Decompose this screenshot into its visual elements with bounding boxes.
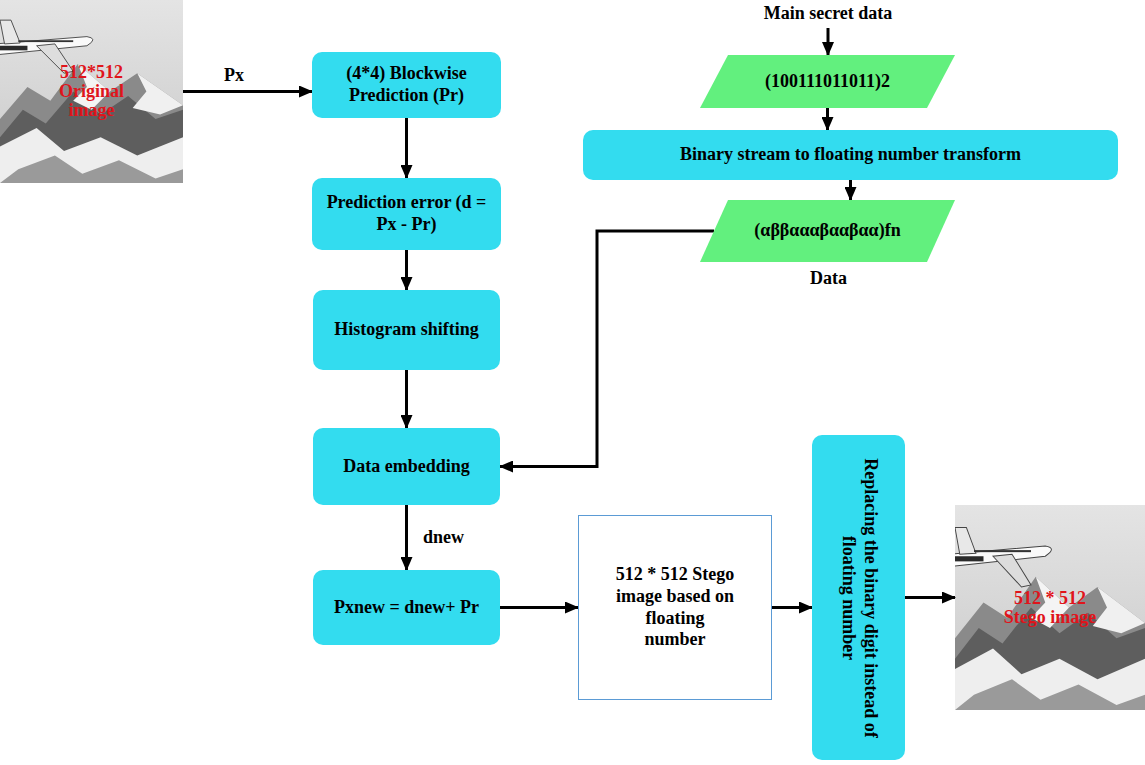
node-text: (αββαααβααβαα)fn — [754, 220, 900, 242]
node-text: Pxnew = dnew+ Pr — [334, 597, 479, 619]
node-text: Prediction error (d = Px - Pr) — [320, 192, 493, 235]
edge-label: dnew — [421, 527, 466, 548]
process-box: Histogram shifting — [313, 290, 500, 370]
process-box: Binary stream to floating number transfo… — [583, 130, 1118, 180]
arrow-connector — [772, 606, 812, 609]
arrow-connector — [500, 231, 714, 467]
input-image: 512*512 Original image — [0, 0, 183, 183]
process-box: (4*4) Blockwise Prediction (Pr) — [312, 52, 501, 118]
output-image: 512 * 512 Stego image — [955, 505, 1145, 710]
arrow-connector — [183, 90, 312, 93]
arrow-connector — [405, 250, 408, 290]
node-text: (4*4) Blockwise Prediction (Pr) — [320, 63, 493, 106]
node-text: 512 * 512 Stego image — [994, 589, 1106, 627]
arrow-connector — [500, 606, 578, 609]
node-text: Main secret data — [764, 3, 893, 25]
process-box: Data embedding — [313, 428, 500, 505]
edge-label: Px — [222, 65, 246, 86]
arrow-connector — [826, 108, 829, 130]
node-text: (100111011011)2 — [765, 71, 890, 93]
process-box: Prediction error (d = Px - Pr) — [312, 178, 501, 250]
source-text: Main secret data — [740, 0, 916, 28]
arrow-connector — [849, 180, 852, 200]
arrow-connector — [827, 28, 830, 55]
node-text: 512 * 512 Stego image based on floating … — [615, 564, 735, 650]
node-text: 512*512 Original image — [46, 63, 138, 120]
node-text: Replacing the binary digit instead of fl… — [837, 458, 880, 738]
data-parallelogram: (αββαααβααβαα)fn — [700, 200, 955, 262]
vertical-process-box: Replacing the binary digit instead of fl… — [812, 435, 905, 760]
arrow-connector — [405, 505, 408, 570]
arrow-connector — [405, 370, 408, 428]
arrow-connector — [905, 596, 955, 599]
stego-box: 512 * 512 Stego image based on floating … — [578, 515, 772, 700]
node-text: Binary stream to floating number transfo… — [680, 144, 1021, 166]
node-text: Histogram shifting — [334, 319, 479, 341]
arrow-connector — [405, 118, 408, 178]
process-box: Pxnew = dnew+ Pr — [313, 570, 500, 645]
annotation-label: Data — [808, 268, 849, 289]
data-parallelogram: (100111011011)2 — [700, 55, 955, 108]
node-text: Data embedding — [343, 456, 470, 478]
